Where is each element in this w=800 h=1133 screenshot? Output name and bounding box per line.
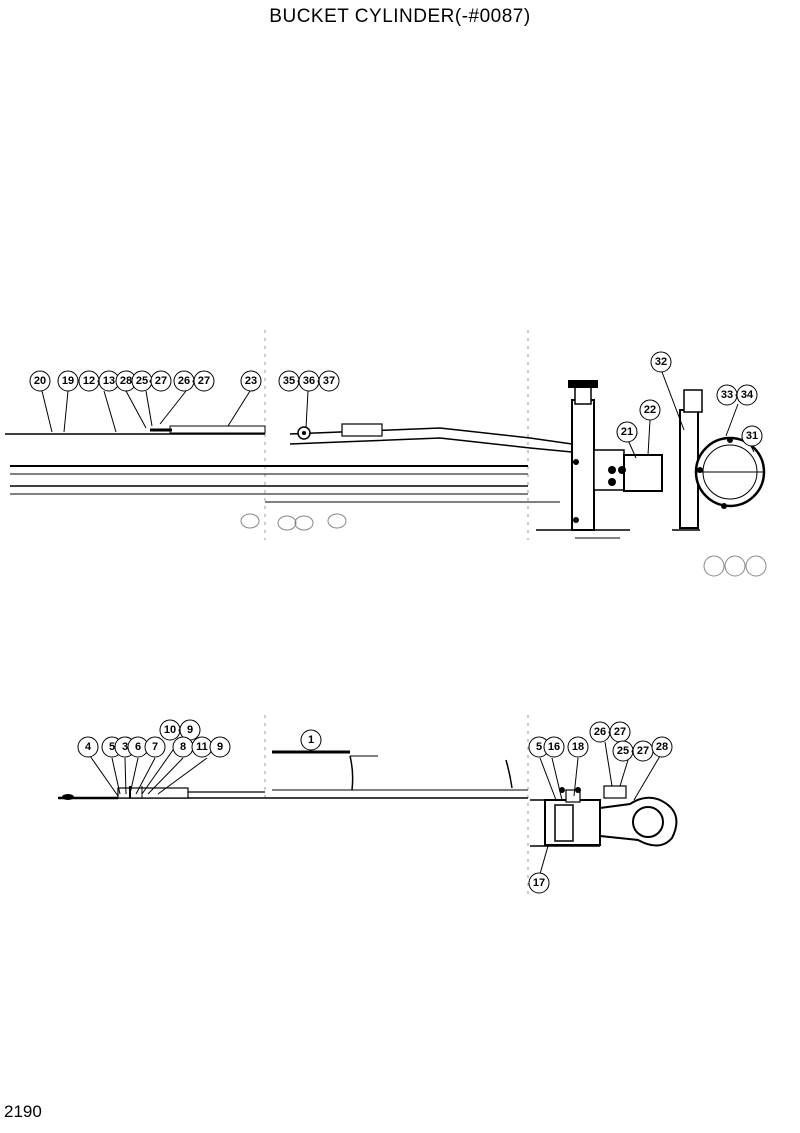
svg-text:33: 33 bbox=[721, 389, 733, 401]
callout-4: 4 bbox=[77, 736, 99, 758]
section-dividers bbox=[264, 330, 529, 895]
callout-26-27: 26 • 27 bbox=[173, 370, 215, 392]
upper-callouts: 20 19 12 • 13 28 25 • 27 26 • 27 23 35 • bbox=[29, 351, 763, 447]
callout-8: 8 bbox=[172, 736, 194, 758]
lower-head-end bbox=[530, 785, 678, 847]
svg-text:4: 4 bbox=[85, 741, 92, 753]
svg-text:17: 17 bbox=[533, 877, 545, 889]
svg-text:19: 19 bbox=[62, 375, 74, 387]
svg-text:9: 9 bbox=[187, 724, 193, 736]
callout-10-9: 10 • 9 bbox=[159, 719, 201, 741]
callout-11-9: 11 • 9 bbox=[191, 736, 231, 758]
svg-text:37: 37 bbox=[323, 375, 335, 387]
svg-text:3: 3 bbox=[122, 741, 128, 753]
svg-text:27: 27 bbox=[198, 375, 210, 387]
svg-text:26: 26 bbox=[594, 726, 606, 738]
svg-text:18: 18 bbox=[572, 741, 584, 753]
callout-26-27-lower: 26 • 27 bbox=[589, 721, 631, 743]
svg-text:27: 27 bbox=[637, 745, 649, 757]
page-number: 2190 bbox=[4, 1102, 42, 1121]
svg-text:26: 26 bbox=[178, 375, 190, 387]
callout-12-13: 12 • 13 bbox=[78, 370, 120, 392]
callout-16: 16 bbox=[543, 736, 565, 758]
callout-1: 1 bbox=[300, 729, 322, 751]
callout-33-34: 33 • 34 bbox=[716, 384, 758, 406]
upper-rod-eye bbox=[672, 389, 766, 531]
callout-17: 17 bbox=[528, 872, 550, 894]
svg-text:7: 7 bbox=[152, 741, 158, 753]
svg-text:28: 28 bbox=[120, 375, 132, 387]
callout-31: 31 bbox=[741, 425, 763, 447]
lower-rod-body bbox=[58, 750, 528, 800]
svg-text:6: 6 bbox=[135, 741, 141, 753]
svg-text:12: 12 bbox=[83, 375, 95, 387]
svg-text:25: 25 bbox=[136, 375, 148, 387]
svg-text:9: 9 bbox=[217, 741, 223, 753]
callout-7: 7 bbox=[144, 736, 166, 758]
svg-text:28: 28 bbox=[656, 741, 668, 753]
svg-text:27: 27 bbox=[155, 375, 167, 387]
svg-text:1: 1 bbox=[308, 734, 314, 746]
svg-text:5: 5 bbox=[109, 741, 115, 753]
upper-cylinder-body bbox=[5, 425, 560, 503]
callout-18: 18 bbox=[567, 736, 589, 758]
callout-32: 32 bbox=[650, 351, 672, 373]
lower-leader-lines bbox=[89, 739, 661, 875]
svg-text:25: 25 bbox=[617, 745, 629, 757]
svg-text:13: 13 bbox=[103, 375, 115, 387]
upper-o-ring-symbols bbox=[240, 513, 767, 577]
callout-20: 20 bbox=[29, 370, 51, 392]
svg-text:34: 34 bbox=[741, 389, 754, 401]
upper-assembly: 20 19 12 • 13 28 25 • 27 26 • 27 23 35 • bbox=[5, 351, 767, 577]
svg-text:31: 31 bbox=[746, 430, 758, 442]
callout-25-27-lower: 25 • 27 bbox=[612, 740, 654, 762]
svg-text:23: 23 bbox=[245, 375, 257, 387]
svg-text:11: 11 bbox=[196, 741, 208, 753]
callout-23: 23 bbox=[240, 370, 262, 392]
callout-19: 19 bbox=[57, 370, 79, 392]
callout-28-lower: 28 bbox=[651, 736, 673, 758]
svg-text:32: 32 bbox=[655, 356, 667, 368]
upper-hydraulic-pipe bbox=[289, 423, 573, 453]
svg-text:10: 10 bbox=[164, 724, 176, 736]
callout-22: 22 bbox=[639, 399, 661, 421]
upper-head-mount bbox=[536, 380, 663, 539]
svg-text:16: 16 bbox=[548, 741, 560, 753]
svg-text:5: 5 bbox=[536, 741, 542, 753]
callout-35-36-37: 35 • 36 • 37 bbox=[278, 370, 340, 392]
page-title: BUCKET CYLINDER(-#0087) bbox=[269, 6, 531, 27]
svg-text:35: 35 bbox=[283, 375, 295, 387]
lower-assembly: 10 • 9 4 5 3 6 7 8 11 • 9 1 5 16 18 26 •… bbox=[58, 719, 678, 894]
svg-text:22: 22 bbox=[644, 404, 656, 416]
svg-text:36: 36 bbox=[303, 375, 315, 387]
svg-text:20: 20 bbox=[34, 375, 46, 387]
callout-25-27: 25 • 27 bbox=[131, 370, 172, 392]
upper-leader-lines bbox=[41, 371, 755, 459]
callout-28: 28 bbox=[115, 370, 137, 392]
callout-21: 21 bbox=[616, 421, 638, 443]
svg-text:8: 8 bbox=[180, 741, 186, 753]
lower-callouts: 10 • 9 4 5 3 6 7 8 11 • 9 1 5 16 18 26 •… bbox=[77, 719, 673, 894]
svg-text:27: 27 bbox=[614, 726, 626, 738]
svg-text:21: 21 bbox=[621, 426, 633, 438]
